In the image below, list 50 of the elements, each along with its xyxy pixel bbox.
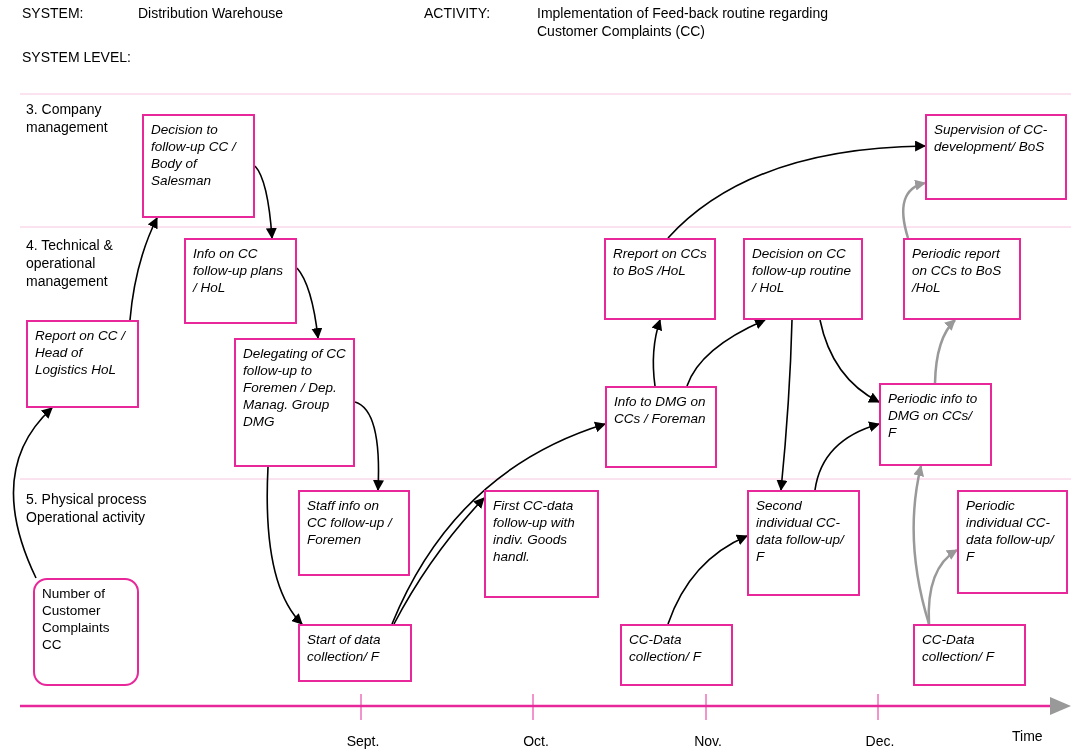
arrow <box>927 548 958 625</box>
arrow <box>651 318 663 387</box>
process-box: Periodic report on CCs to BoS /HoL <box>903 238 1021 320</box>
header-value: Implementation of Feed-back routine regarding Customer Complaints (CC) <box>537 4 830 41</box>
lane-label: 4. Technical & operational management <box>26 236 114 291</box>
arrow <box>393 497 485 625</box>
header-value: Distribution Warehouse <box>138 4 284 23</box>
process-box: Periodic individual CC-data follow-up/ F <box>957 490 1068 594</box>
process-box: Staff info on CC follow-up / Foremen <box>298 490 410 576</box>
process-box: Decision on CC follow-up routine / HoL <box>743 238 863 320</box>
month-label: Sept. <box>345 732 381 751</box>
process-box: Info on CC follow-up plans / HoL <box>184 238 297 324</box>
arrow <box>266 466 303 625</box>
arrow <box>391 422 607 625</box>
month-label: Nov. <box>693 732 723 751</box>
process-box: Supervision of CC- development/ BoS <box>925 114 1067 200</box>
process-box: CC-Data collection/ F <box>620 624 733 686</box>
month-label: Dec. <box>864 732 896 751</box>
process-box: Rreport on CCs to BoS /HoL <box>604 238 716 320</box>
process-box: Start of data collection/ F <box>298 624 412 682</box>
arrow <box>814 421 881 491</box>
arrow <box>933 319 956 384</box>
start-box: Number of Customer Complaints CC <box>33 578 139 686</box>
arrow <box>912 464 931 625</box>
arrow <box>686 319 766 387</box>
arrow <box>819 319 880 403</box>
process-box: Info to DMG on CCs / Foreman <box>605 386 717 468</box>
process-box: Report on CC / Head of Logistics HoL <box>26 320 139 408</box>
arrow <box>296 267 323 340</box>
process-box: Delegating of CC follow-up to Foremen / Dep. Manag. Group DMG <box>234 338 355 467</box>
arrow <box>12 407 53 579</box>
header-label: SYSTEM: <box>22 4 85 23</box>
arrow <box>667 140 927 239</box>
lane-label: 3. Company management <box>26 100 109 137</box>
arrow <box>776 319 793 492</box>
arrow <box>354 401 384 492</box>
axis-title: Time <box>1012 727 1044 746</box>
arrow <box>667 535 748 625</box>
header-label: ACTIVITY: <box>424 4 492 23</box>
lane-label: 5. Physical process Operational activity <box>26 490 148 527</box>
arrow <box>129 217 158 321</box>
process-box: CC-Data collection/ F <box>913 624 1026 686</box>
header-label: SYSTEM LEVEL: <box>22 48 132 67</box>
process-box: Decision to follow-up CC / Body of Salesman <box>142 114 255 218</box>
process-box: First CC-data follow-up with indiv. Goods handl. <box>484 490 599 598</box>
month-label: Oct. <box>522 732 550 751</box>
arrow <box>902 180 927 239</box>
process-box: Second individual CC-data follow-up/ F <box>747 490 860 596</box>
process-box: Periodic info to DMG on CCs/ F <box>879 383 992 466</box>
arrow <box>254 165 277 240</box>
